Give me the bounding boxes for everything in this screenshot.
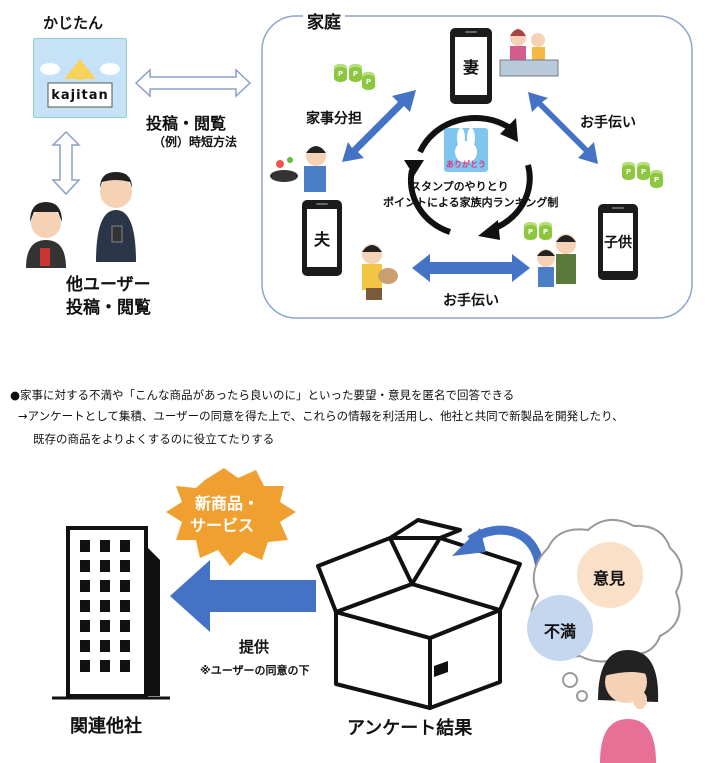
worried-woman-icon (598, 650, 658, 763)
